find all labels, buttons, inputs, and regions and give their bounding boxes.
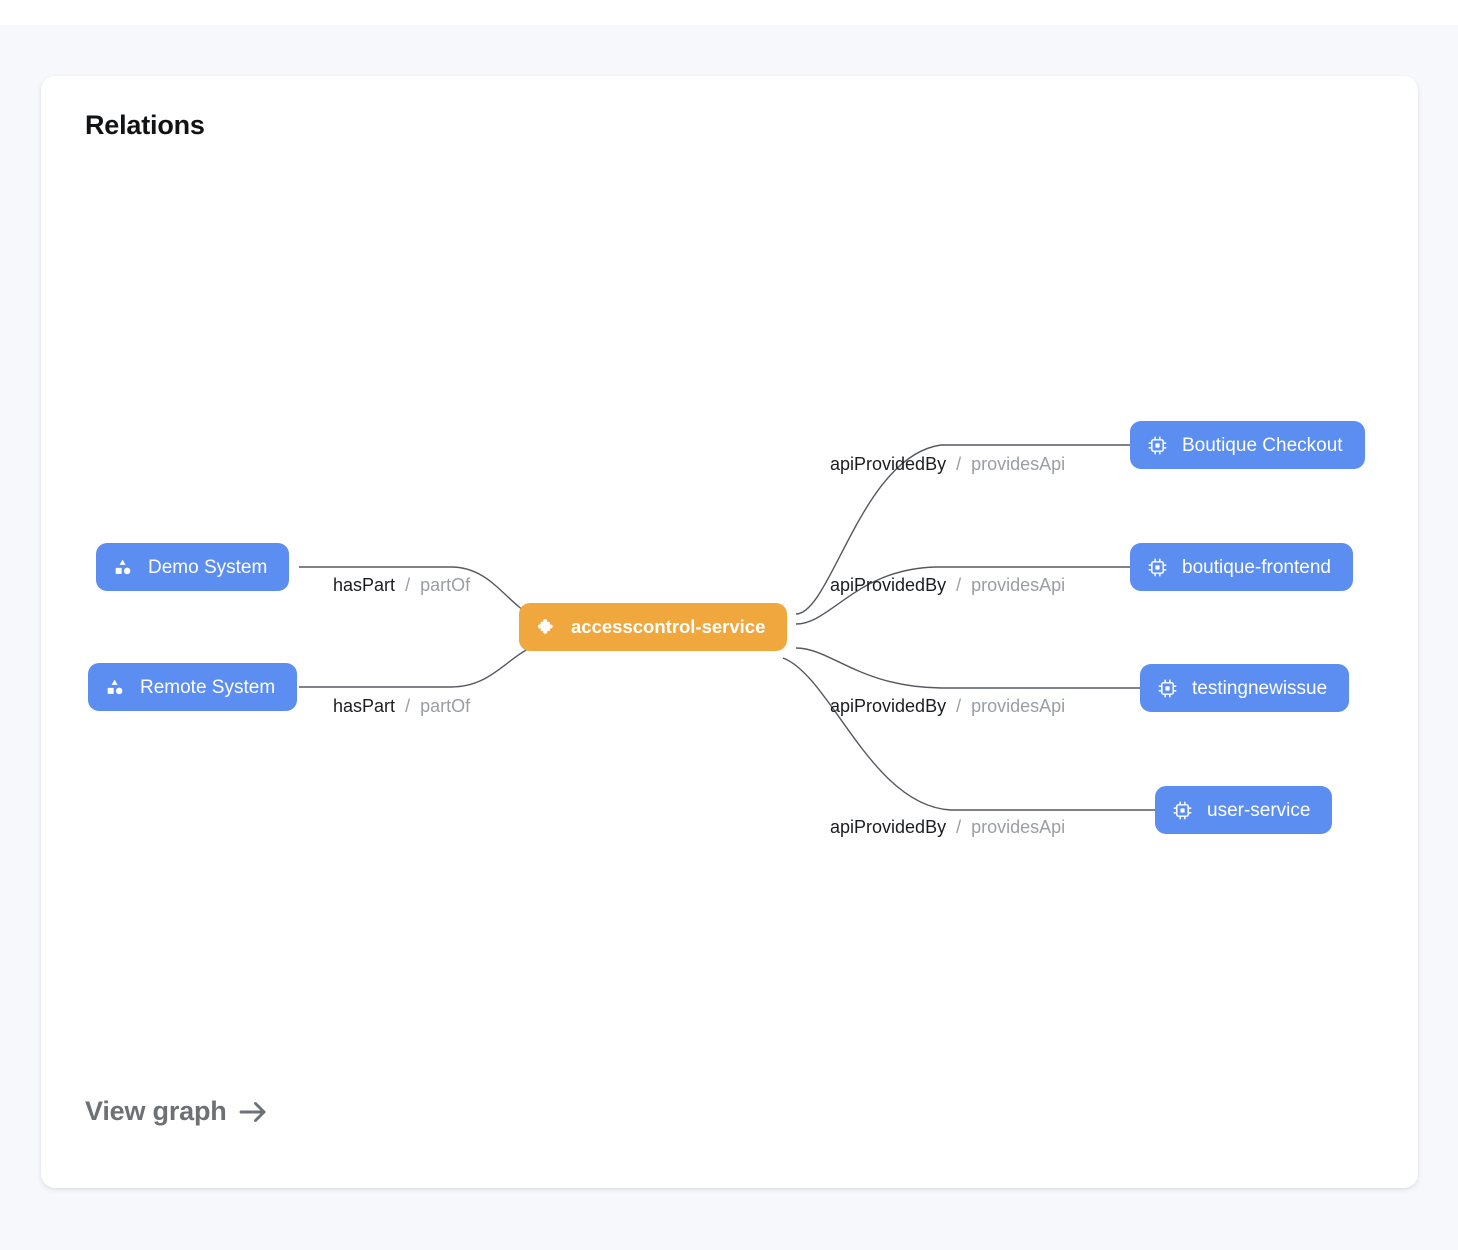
edge-inverse-relation: partOf [420,575,471,595]
edge-label-apiprovidedby-boutique-checkout: apiProvidedBy / providesApi [830,455,1065,473]
edge-relation: apiProvidedBy [830,696,947,716]
edge-apiprovidedby-testingnewissue [795,647,1140,689]
edge-apiprovidedby-boutique-frontend [795,566,1130,625]
shapes-icon [112,556,134,578]
relations-graph: Demo System Remote System [41,76,1418,1188]
chip-icon [1146,556,1168,578]
shapes-icon [104,676,126,698]
edge-apiprovidedby-user-service [782,657,1155,811]
graph-node-testingnewissue[interactable]: testingnewissue [1140,664,1350,712]
edge-relation: apiProvidedBy [830,575,947,595]
puzzle-piece-icon [535,616,557,638]
edge-inverse-relation: providesApi [971,575,1066,595]
edge-label-haspart-remote-system: hasPart / partOf [333,697,470,715]
graph-node-user-service[interactable]: user-service [1155,786,1333,834]
graph-node-label: Demo System [148,556,268,578]
edge-inverse-relation: providesApi [971,454,1066,474]
edge-relation: apiProvidedBy [830,454,947,474]
edge-separator: / [400,575,416,595]
edge-inverse-relation: partOf [420,696,471,716]
page-title: Relations [85,110,205,140]
edge-inverse-relation: providesApi [971,817,1066,837]
edge-label-apiprovidedby-boutique-frontend: apiProvidedBy / providesApi [830,576,1065,594]
graph-node-demo-system[interactable]: Demo System [96,543,290,591]
graph-node-label: testingnewissue [1192,677,1328,699]
edge-separator: / [951,817,967,837]
chip-icon [1146,434,1168,456]
edge-relation: apiProvidedBy [830,817,947,837]
graph-node-label: Remote System [140,676,276,698]
graph-node-boutique-checkout[interactable]: Boutique Checkout [1130,421,1365,469]
edge-apiprovidedby-boutique-checkout [795,444,1130,615]
edge-relation: hasPart [333,696,396,716]
edge-inverse-relation: providesApi [971,696,1066,716]
edge-relation: hasPart [333,575,396,595]
relations-card: Relations [41,76,1418,1188]
chip-icon [1171,799,1193,821]
edge-separator: / [951,575,967,595]
arrow-right-icon [238,1099,268,1125]
graph-node-label: boutique-frontend [1182,556,1331,578]
edge-label-apiprovidedby-user-service: apiProvidedBy / providesApi [830,818,1065,836]
graph-node-label: accesscontrol-service [571,615,766,637]
graph-node-boutique-frontend[interactable]: boutique-frontend [1130,543,1353,591]
graph-node-label: Boutique Checkout [1182,434,1343,456]
edge-separator: / [951,454,967,474]
graph-node-label: user-service [1207,799,1311,821]
graph-edges [299,444,1155,811]
edge-separator: / [951,696,967,716]
edge-label-haspart-demo-system: hasPart / partOf [333,576,470,594]
view-graph-label: View graph [85,1096,227,1126]
chip-icon [1156,677,1178,699]
graph-node-remote-system[interactable]: Remote System [88,663,298,711]
edge-label-apiprovidedby-testingnewissue: apiProvidedBy / providesApi [830,697,1065,715]
view-graph-link[interactable]: View graph [85,1096,268,1127]
edge-separator: / [400,696,416,716]
graph-node-accesscontrol-service[interactable]: accesscontrol-service [519,603,788,651]
